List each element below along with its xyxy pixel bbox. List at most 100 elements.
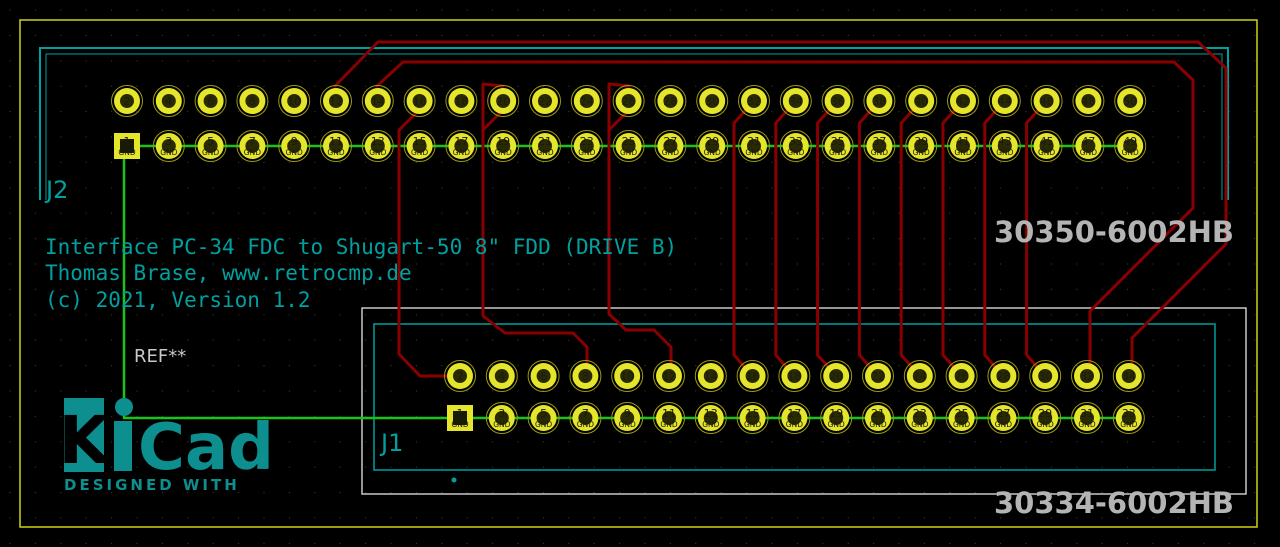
grid-dot	[822, 288, 824, 290]
grid-dot	[746, 238, 748, 240]
grid-dot	[60, 263, 62, 265]
grid-dot	[111, 161, 113, 163]
pad-outline	[738, 85, 770, 117]
grid-dot	[339, 390, 341, 392]
grid-dot	[1101, 212, 1103, 214]
kicad-logo-k-block	[64, 398, 104, 472]
grid-dot	[593, 161, 595, 163]
grid-dot	[466, 263, 468, 265]
pad-number: 32	[747, 95, 761, 108]
grid-dot	[314, 136, 316, 138]
pad-drill	[329, 94, 343, 108]
grid-dot	[339, 238, 341, 240]
grid-dot	[339, 466, 341, 468]
j1-pad-12: 12	[653, 360, 685, 392]
pad-net-label: GND	[495, 148, 512, 157]
grid-dot	[187, 9, 189, 11]
pad-net-label: GND	[118, 148, 135, 157]
grid-dot	[415, 212, 417, 214]
pad-outline	[570, 130, 603, 162]
grid-dot	[161, 60, 163, 62]
pad-drill	[745, 411, 760, 425]
grid-dot	[771, 161, 773, 163]
grid-dot	[288, 314, 290, 316]
grid-dot	[60, 212, 62, 214]
grid-dot	[568, 314, 570, 316]
grid-dot	[1228, 517, 1230, 519]
grid-dot	[238, 365, 240, 367]
pad-outline	[445, 85, 478, 117]
grid-dot	[466, 288, 468, 290]
grid-dot	[644, 212, 646, 214]
pad-net-label: GND	[619, 420, 636, 429]
pad-drill	[494, 369, 509, 383]
grid-dot	[898, 390, 900, 392]
j1-pad-30: 30	[1029, 360, 1062, 392]
grid-dot	[542, 9, 545, 11]
grid-dot	[1025, 111, 1027, 113]
grid-dot	[720, 466, 722, 468]
grid-dot	[187, 365, 189, 367]
grid-dot	[720, 517, 722, 519]
pad-number: 37	[872, 135, 886, 148]
grid-dot	[771, 492, 773, 494]
grid-dot	[1050, 492, 1052, 494]
signal-trace-16-to-2	[397, 108, 462, 378]
grid-dot	[720, 212, 722, 214]
grid-dot	[746, 187, 748, 189]
grid-dot	[111, 60, 113, 62]
grid-dot	[1228, 415, 1230, 417]
grid-dot	[212, 441, 214, 443]
grid-dot	[415, 9, 417, 11]
grid-dot	[974, 339, 976, 341]
pad-outline	[820, 360, 853, 392]
grid-dot	[695, 288, 697, 290]
grid-dot	[441, 187, 443, 189]
grid-dot	[1076, 263, 1078, 265]
grid-dot	[517, 263, 519, 265]
grid-dot	[644, 85, 646, 87]
grid-dot	[9, 136, 11, 138]
grid-dot	[34, 136, 37, 138]
grid-dot	[568, 238, 570, 240]
grid-dot	[974, 415, 976, 417]
grid-dot	[1101, 85, 1103, 87]
grid-dot	[1203, 9, 1205, 11]
j2-part-number: 30350-6002HB	[994, 215, 1234, 249]
grid-dot	[822, 492, 824, 494]
grid-dot	[1050, 263, 1052, 265]
grid-dot	[568, 517, 570, 519]
grid-dot	[923, 187, 926, 189]
pad-drill	[620, 411, 635, 425]
grid-dot	[85, 161, 87, 163]
grid-dot	[822, 517, 824, 519]
grid-dot	[974, 34, 976, 37]
grid-dot	[542, 263, 545, 265]
pad-drill	[579, 94, 594, 108]
grid-dot	[492, 212, 494, 214]
pad-number: 49	[1123, 135, 1137, 148]
grid-dot	[898, 466, 900, 468]
grid-dot	[796, 288, 799, 290]
pad-number: 15	[746, 407, 760, 420]
pad-net-label: GND	[704, 148, 721, 157]
grid-dot	[365, 314, 367, 316]
pad-number: 26	[622, 95, 636, 108]
pad-net-label: GND	[869, 420, 886, 429]
pad-number: 5	[540, 407, 547, 420]
grid-dot	[568, 263, 570, 265]
pad-number: 8	[582, 370, 589, 383]
j2-pad-44: 44	[988, 85, 1021, 117]
grid-dot	[746, 441, 748, 443]
grid-dot	[466, 492, 468, 494]
grid-dot	[161, 441, 163, 443]
grid-dot	[669, 492, 672, 494]
grid-dot	[136, 517, 138, 519]
grid-dot	[619, 212, 621, 214]
grid-dot	[415, 517, 417, 519]
j1-pad-6: 6	[527, 360, 560, 392]
pad-outline	[445, 130, 478, 162]
